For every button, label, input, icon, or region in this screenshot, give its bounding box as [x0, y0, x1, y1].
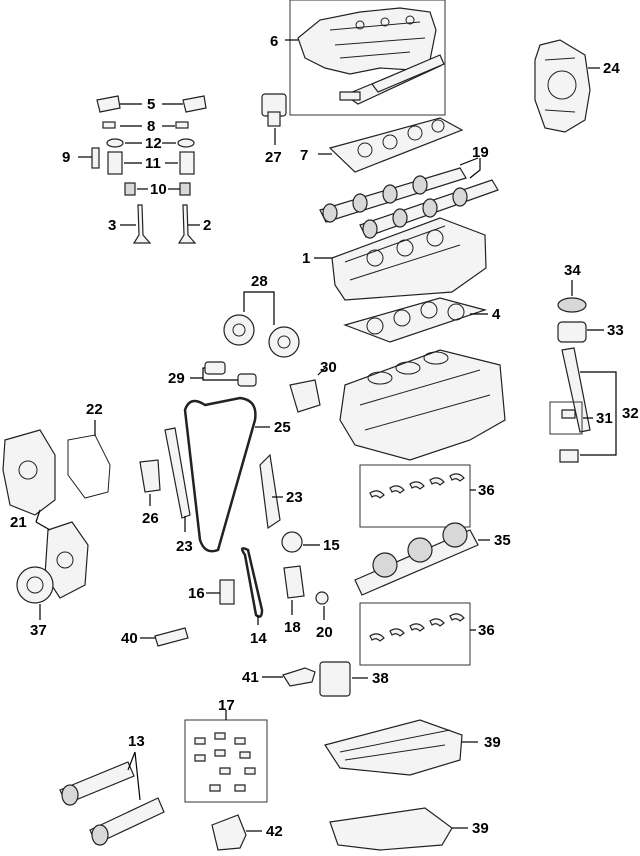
callout-38: 38 — [372, 670, 389, 687]
callout-7: 7 — [300, 147, 308, 164]
part-6-head-cover — [289, 0, 446, 116]
callout-18: 18 — [284, 619, 301, 636]
part-19-camshafts — [319, 167, 499, 239]
part-40-41-38 — [154, 627, 351, 697]
callout-9: 9 — [62, 149, 70, 166]
part-25-timing-chain — [139, 396, 281, 553]
callout-6: 6 — [270, 33, 278, 50]
callout-35: 35 — [494, 532, 511, 549]
callout-3: 3 — [108, 217, 116, 234]
callout-40: 40 — [121, 630, 138, 647]
callout-13: 13 — [128, 733, 145, 750]
callout-23a: 23 — [176, 538, 193, 555]
callout-36a: 36 — [478, 482, 495, 499]
callout-21: 21 — [10, 514, 27, 531]
callout-14: 14 — [250, 630, 267, 647]
part-13-balance-shafts — [59, 761, 165, 846]
callout-39b: 39 — [472, 820, 489, 837]
part-7-gasket — [328, 117, 464, 173]
callout-27: 27 — [265, 149, 282, 166]
callout-41: 41 — [242, 669, 259, 686]
part-42-oil-pump — [211, 814, 247, 851]
part-bearings-crankshaft — [354, 464, 479, 666]
part-1-cylinder-head — [331, 217, 487, 301]
part-piston-rod — [549, 297, 591, 463]
callout-22: 22 — [86, 401, 103, 418]
callout-32: 32 — [622, 405, 639, 422]
callout-29: 29 — [168, 370, 185, 387]
callout-39a: 39 — [484, 734, 501, 751]
callout-24: 24 — [603, 60, 620, 77]
callout-33: 33 — [607, 322, 624, 339]
callout-4: 4 — [492, 306, 501, 323]
callout-37: 37 — [30, 622, 47, 639]
callout-labels: 6 24 27 7 19 1 4 5 8 12 11 10 9 3 2 28 3… — [10, 33, 639, 840]
callout-19: 19 — [472, 144, 489, 161]
callout-20: 20 — [316, 624, 333, 641]
callout-16: 16 — [188, 585, 205, 602]
callout-11: 11 — [145, 155, 161, 172]
callout-28: 28 — [251, 273, 268, 290]
part-21-22-timing-covers — [2, 429, 111, 604]
callout-31: 31 — [596, 410, 613, 427]
callout-17: 17 — [218, 697, 235, 714]
part-39-oil-pans — [324, 719, 463, 851]
callout-2: 2 — [203, 217, 211, 234]
callout-25: 25 — [274, 419, 291, 436]
part-29-bolts — [204, 361, 321, 413]
callout-10: 10 — [150, 181, 167, 198]
callout-36b: 36 — [478, 622, 495, 639]
callout-26: 26 — [142, 510, 159, 527]
callout-30: 30 — [320, 359, 337, 376]
part-28-cam-phasers — [223, 314, 300, 358]
part-engine-block — [339, 349, 506, 461]
callout-1: 1 — [302, 250, 310, 267]
part-4-head-gasket — [343, 297, 488, 343]
callout-42: 42 — [266, 823, 283, 840]
callout-15: 15 — [323, 537, 340, 554]
callout-12: 12 — [145, 135, 162, 152]
callout-8: 8 — [147, 118, 155, 135]
part-27-sensor — [261, 93, 287, 127]
part-17-bearing-set — [184, 719, 268, 803]
part-24-cover — [534, 39, 591, 133]
callout-5: 5 — [147, 96, 155, 113]
callout-23b: 23 — [286, 489, 303, 506]
callout-34: 34 — [564, 262, 581, 279]
part-valve-train-left — [91, 95, 207, 244]
